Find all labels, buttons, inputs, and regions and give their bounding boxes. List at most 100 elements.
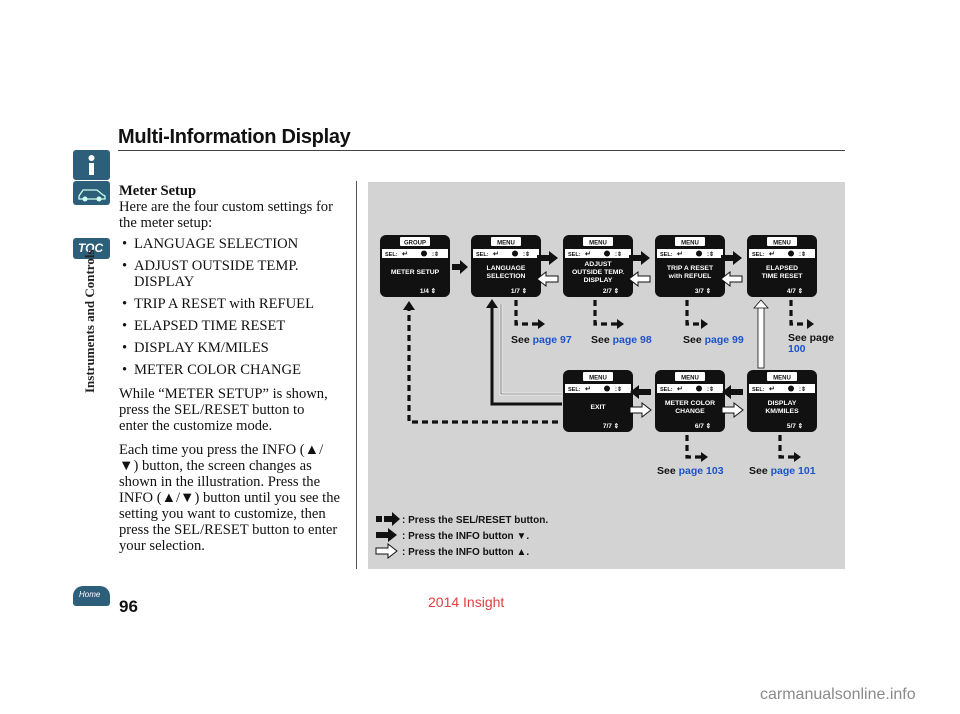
screen-sel-row (565, 384, 631, 393)
sel-label: SEL: (660, 387, 673, 393)
updown-icon: :⇕ (707, 251, 714, 258)
legend-text-1: : Press the SEL/RESET button. (402, 515, 548, 526)
screen-counter: 6/7 ⇕ (695, 422, 711, 430)
connector-head (701, 452, 708, 462)
section-text: Meter Setup Here are the four custom set… (119, 183, 349, 554)
enter-icon: ↵ (585, 251, 591, 258)
info-up-arrow (628, 270, 651, 288)
screen-label: DISPLAY (584, 277, 613, 284)
updown-icon: :⇕ (615, 251, 622, 258)
info-icon (788, 250, 794, 257)
list-item: LANGUAGE SELECTION (119, 236, 349, 252)
settings-list: LANGUAGE SELECTION ADJUST OUTSIDE TEMP. … (119, 236, 349, 378)
info-icon (696, 385, 702, 392)
up-head (753, 299, 769, 309)
page-ref-6: See page 101 (749, 465, 816, 477)
connector-ref-101 (778, 435, 794, 459)
info-up-arrow (629, 401, 652, 419)
screen-label: ELAPSED (766, 265, 798, 272)
screen-sel-row (565, 249, 631, 258)
watermark: 2014 Insight (428, 594, 505, 610)
enter-icon: ↵ (585, 386, 591, 393)
screen-label: CHANGE (675, 408, 705, 415)
page-title: Multi-Information Display (118, 126, 351, 148)
connector-ref-98 (593, 300, 617, 326)
info-icon (512, 250, 518, 257)
updown-icon: :⇕ (523, 251, 530, 258)
legend-sel-arrow (376, 512, 400, 526)
section-heading: Meter Setup (119, 183, 197, 199)
page-number: 96 (119, 597, 138, 616)
list-item: ADJUST OUTSIDE TEMP. DISPLAY (119, 258, 309, 290)
info-icon (421, 250, 427, 257)
car-icon (78, 189, 106, 202)
car-tab[interactable] (73, 181, 110, 205)
info-down-arrow (630, 385, 651, 399)
page-ref-1: See page 97 (511, 334, 572, 346)
title-rule (118, 150, 845, 151)
info-tab[interactable] (73, 150, 110, 180)
list-item: ELAPSED TIME RESET (119, 318, 349, 334)
home-button[interactable]: Home (73, 586, 110, 606)
screen-label: METER COLOR (665, 400, 715, 407)
intro-text: Here are the four custom settings for th… (119, 199, 333, 231)
screen-label: LANGUAGE (487, 265, 526, 272)
sel-label: SEL: (476, 252, 489, 258)
screen-sel-row (749, 384, 815, 393)
page-ref-5: See page 103 (657, 465, 724, 477)
enter-icon: ↵ (677, 251, 683, 258)
screen-tag-bg (583, 237, 613, 246)
info-up-arrow (720, 270, 743, 288)
screen-tag-bg (675, 237, 705, 246)
screen-tag: MENU (681, 241, 699, 247)
screen-tag: MENU (773, 241, 791, 247)
screen-label: OUTSIDE TEMP. (572, 269, 624, 276)
screen-sel-row (657, 384, 723, 393)
screen-label: EXIT (590, 404, 606, 411)
chapter-label: Instruments and Controls (82, 249, 97, 393)
list-item: METER COLOR CHANGE (119, 362, 349, 378)
screen-tag-bg (767, 372, 797, 381)
screen-label: with REFUEL (668, 273, 712, 280)
info-icon (604, 385, 610, 392)
updown-icon: :⇕ (432, 251, 439, 258)
list-item: TRIP A RESET with REFUEL (119, 296, 349, 312)
connector-head (617, 319, 624, 329)
paragraph-info: Each time you press the INFO (▲/▼) butto… (119, 442, 341, 554)
connector-ref-99 (685, 300, 701, 326)
updown-icon: :⇕ (615, 386, 622, 393)
screen-counter: 7/7 ⇕ (603, 422, 619, 430)
info-down-arrow (722, 385, 743, 399)
screen-tag: GROUP (404, 241, 426, 247)
toc-tab[interactable]: TOC (73, 238, 110, 259)
list-item: DISPLAY KM/MILES (119, 340, 349, 356)
info-up-arrow (721, 401, 744, 419)
updown-icon: :⇕ (799, 386, 806, 393)
screen-tag-bg (767, 237, 797, 246)
sel-label: SEL: (568, 387, 581, 393)
legend-text-2: : Press the INFO button ▼. (402, 531, 529, 542)
screen-sel-row (473, 249, 539, 258)
enter-icon: ↵ (402, 251, 408, 258)
screen-sel-row (382, 249, 448, 258)
legend-up-arrow (375, 542, 398, 560)
screen-label: KM/MILES (765, 408, 799, 415)
home-label: Home (79, 590, 101, 599)
screen-tag-bg (400, 237, 430, 246)
sel-label: SEL: (752, 387, 765, 393)
sel-label: SEL: (568, 252, 581, 258)
screen-tag: MENU (497, 241, 515, 247)
info-down-arrow (537, 251, 558, 265)
page-ref-3: See page 99 (683, 334, 744, 346)
updown-icon: :⇕ (707, 386, 714, 393)
sel-label: SEL: (660, 252, 673, 258)
screen-counter: 5/7 ⇕ (787, 422, 803, 430)
page-ref-2: See page 98 (591, 334, 652, 346)
